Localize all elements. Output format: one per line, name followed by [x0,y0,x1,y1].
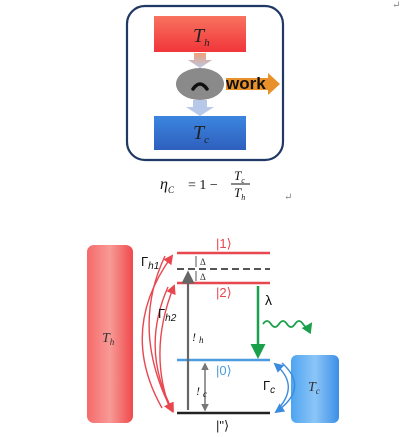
cold-bath [291,355,339,423]
level-diagram: Th Tc |1⟩ |2⟩ |0⟩ |"⟩ Δ Δ !h !c [87,236,339,433]
hot-reservoir-label: Th [193,25,210,49]
gamma-h1-arrow-up [141,254,174,409]
formula-numerator: Tc [234,168,245,185]
delta-bottom: Δ [200,272,206,282]
omega-c-label: !c [196,384,207,399]
carnot-formula: ηC = 1 − Tc Th ↵ [160,168,292,203]
formula-denominator: Th [234,185,245,202]
heat-out-arrow [186,100,214,116]
lambda-label: λ [265,292,272,308]
photon-wave [262,320,313,335]
level-0-label: |0⟩ [216,363,232,378]
hot-bath-label: Th [102,331,115,347]
heat-in-arrow [188,53,212,68]
hot-bath [87,245,133,423]
cold-reservoir-block [154,116,246,150]
work-arrow [226,73,280,95]
level-1-label: |1⟩ [216,236,232,251]
ground-label: |"⟩ [216,418,229,433]
gamma-c-arrow-down [274,362,296,414]
level-2-label: |2⟩ [216,285,232,300]
heat-engine-schematic: Th work Tc [125,4,285,162]
hot-reservoir-block [154,16,246,52]
gamma-h2-label: Γh2 [158,306,177,324]
engine-rotor-icon [191,82,209,91]
work-label: work [225,74,266,93]
gamma-h1-arrow-down [148,255,173,413]
eta-symbol: ηC [160,176,175,195]
return-mark: ↵ [284,192,292,203]
delta-top: Δ [200,257,206,267]
gamma-h1-label: Γh1 [141,254,159,272]
omega-h-label: !h [192,330,204,345]
corner-return-mark: ↵ [392,0,400,11]
cold-bath-label: Tc [308,380,320,396]
gamma-c-label: Γc [263,378,275,396]
cold-reservoir-label: Tc [193,122,209,146]
gamma-h2-arrow-down [154,286,174,413]
formula-equals: = 1 − [188,178,218,193]
